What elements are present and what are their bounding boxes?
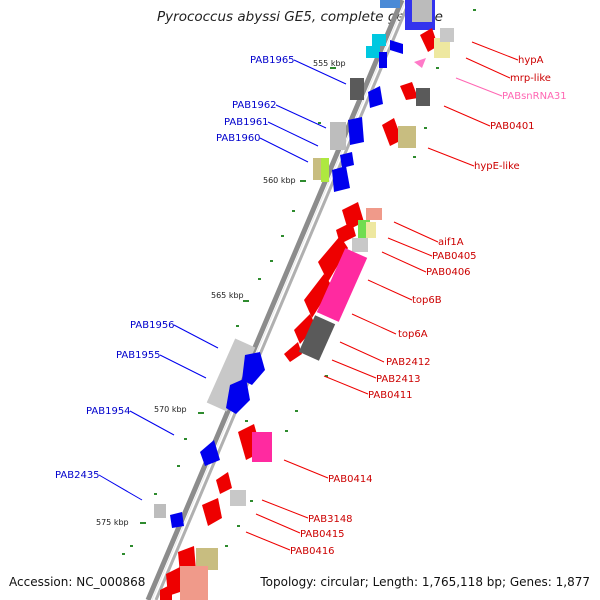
gene-arrow [340,152,354,168]
gene-label-pab1954: PAB1954 [86,406,131,417]
gene-arrow [390,40,403,54]
gene-arrow [216,472,232,494]
gene-arrow [242,352,265,385]
gene-label-pab0401: PAB0401 [490,121,535,132]
gene-label-pab1960: PAB1960 [216,133,261,144]
gene-label-pab2412: PAB2412 [386,357,431,368]
gene-label-pab0415: PAB0415 [300,529,345,540]
genome-summary: Topology: circular; Length: 1,765,118 bp… [260,575,590,589]
gene-label-pab1955: PAB1955 [116,350,161,361]
scale-label: 570 kbp [154,405,187,414]
gene-label-pab1956: PAB1956 [130,320,175,331]
gene-block [330,122,346,150]
gene-block [366,208,382,220]
gene-label-pab0405: PAB0405 [432,251,477,262]
gene-arrow [420,28,438,52]
gene-block [380,0,400,8]
gene-block [412,0,432,22]
gene-label-pab3148: PAB3148 [308,514,353,525]
gene-label-hypA: hypA [518,55,544,66]
gene-block [313,158,321,180]
gene-block [379,52,387,68]
gene-block [298,315,336,361]
gene-arrow [160,584,172,600]
gene-arrow [226,378,250,414]
scale-label: 560 kbp [263,176,296,185]
accession-label: Accession: NC_000868 [9,575,146,589]
gene-block [366,222,376,238]
gene-label-pab0414: PAB0414 [328,474,373,485]
gene-arrow [348,117,364,145]
gene-label-top6a: top6A [398,329,428,340]
inner-genes [154,0,403,528]
gene-block [196,548,218,570]
gene-block [372,34,386,46]
gene-arrow [414,58,426,68]
gene-block [206,338,256,412]
gene-label-pab1962: PAB1962 [232,100,277,111]
gene-block [440,28,454,42]
scale-label: 565 kbp [211,291,244,300]
genome-backbone-edge [151,0,407,600]
gene-block [350,78,364,100]
gene-arrow [382,118,402,146]
gene-arrow [304,274,332,318]
gene-arrow [170,512,184,528]
gene-label-pab0406: PAB0406 [426,267,471,278]
gene-block [398,126,416,148]
map-title: Pyrococcus abyssi GE5, complete genome [157,9,443,25]
scale-label: 555 kbp [313,59,346,68]
gene-block [416,88,430,106]
gene-arrow [368,86,383,108]
gene-arrow [200,440,220,466]
gene-block [154,504,166,518]
scale-labels: 555 kbp 560 kbp 565 kbp 570 kbp 575 kbp [96,59,346,527]
gene-label-pab1961: PAB1961 [224,117,269,128]
right-labels: hypA mrp-like PABsnRNA31 PAB0401 hypE-li… [245,41,567,557]
gene-label-pab0416: PAB0416 [290,546,335,557]
gene-arrow [318,236,348,282]
gene-label-hype-like: hypE-like [474,161,520,172]
gene-label-pabsnrna31: PABsnRNA31 [502,91,567,102]
gene-block [321,158,329,182]
gene-arrow [202,498,222,526]
gene-label-aif1a: aif1A [438,237,464,248]
outer-genes [160,0,454,600]
gene-label-pab1965: PAB1965 [250,55,295,66]
scale-label: 575 kbp [96,518,129,527]
gene-block [252,432,272,462]
gene-label-pab2413: PAB2413 [376,374,421,385]
gene-label-pab2435: PAB2435 [55,470,100,481]
gene-label-mrp-like: mrp-like [510,73,551,84]
gene-block [316,248,368,322]
gene-block [230,490,246,506]
left-labels: PAB1965 PAB1962 PAB1961 PAB1960 PAB1956 … [55,55,347,501]
gene-arrow [400,82,418,100]
gene-arrow [284,342,302,362]
gene-arrow [294,314,316,344]
gene-arrow [332,166,350,192]
genome-backbone-inner [154,0,412,600]
gene-label-pab0411: PAB0411 [368,390,413,401]
gene-block [434,38,450,58]
gene-block [352,238,368,252]
gene-block [180,566,208,600]
gene-label-top6b: top6B [412,295,442,306]
gene-block [366,46,380,58]
